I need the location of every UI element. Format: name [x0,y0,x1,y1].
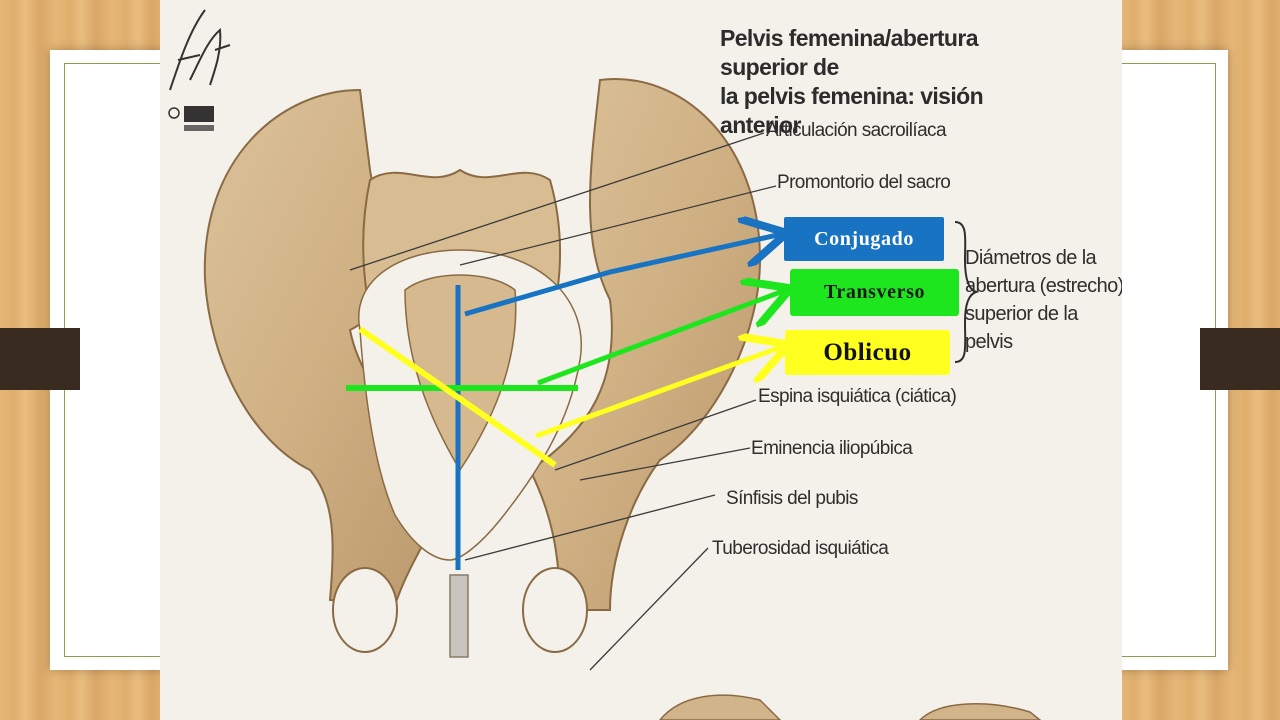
diameters-label-line-3: superior de la pelvis [965,303,1078,353]
diameters-label-line-2: abertura (estrecho) [965,275,1122,297]
left-tab [0,328,80,390]
bracket [954,221,980,363]
transverso-box: Transverso [790,269,959,316]
diameter-lines [346,234,786,570]
leader-lines [349,132,777,671]
artist-signature-logo [168,9,231,131]
title-line-1: Pelvis femenina/abertura superior de [720,25,978,80]
diameters-label: Diámetros de la abertura (estrecho) supe… [965,244,1122,356]
pelvis-illustration: Pelvis femenina/abertura superior de la … [160,0,1122,720]
label-articulacion-sacroiliaca: Articulación sacroilíaca [766,120,947,141]
pelvis-drawing [203,78,1042,720]
label-tuberosidad-isquiatica: Tuberosidad isquiática [712,538,889,559]
diameters-label-line-1: Diámetros de la [965,247,1097,269]
right-tab [1200,328,1280,390]
oblicuo-box: Oblicuo [785,330,950,375]
conjugado-box: Conjugado [784,217,944,261]
label-eminencia-iliopubica: Eminencia iliopúbica [751,438,913,459]
label-espina-isquiatica: Espina isquiática (ciática) [758,386,957,407]
title-line-2: la pelvis femenina: visión anterior [720,83,984,138]
diagram-title: Pelvis femenina/abertura superior de la … [720,24,1050,140]
label-promontorio-sacro: Promontorio del sacro [777,172,951,193]
label-sinfisis-pubis: Sínfisis del pubis [726,488,858,509]
